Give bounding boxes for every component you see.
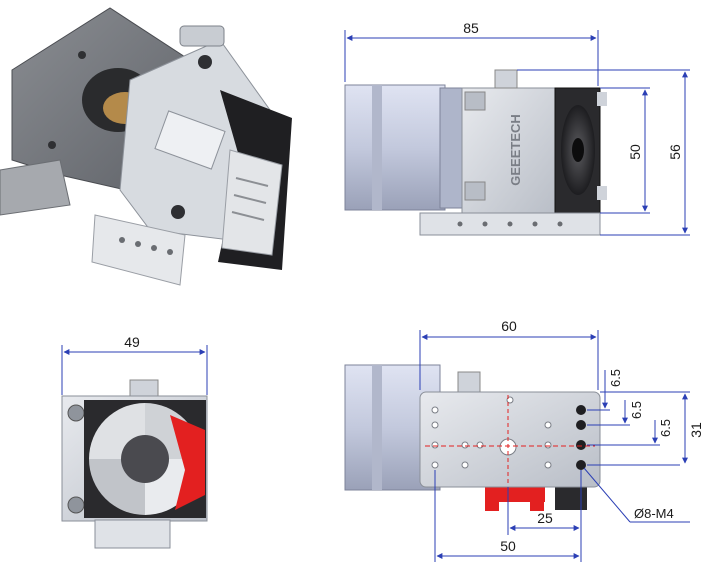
- dimension-side-overall-height: 56: [517, 69, 690, 236]
- front-view: 49: [61, 334, 208, 549]
- dim-6-5-a-label: 6.5: [608, 369, 623, 387]
- mounting-plate-icon: [419, 391, 601, 488]
- dim-31-label: 31: [688, 422, 704, 438]
- cooling-fan-icon: [561, 105, 595, 195]
- dim-60-label: 60: [501, 318, 517, 334]
- dim-6-5-c-label: 6.5: [658, 419, 673, 437]
- dimension-front-width: 49: [61, 334, 208, 395]
- cooling-fan-front-icon: [89, 403, 205, 515]
- hole-callout-label: Ø8-M4: [634, 506, 674, 521]
- dimension-bottom-plate-width: 60: [419, 318, 599, 390]
- brand-label: GEEETECH: [508, 114, 523, 186]
- dimension-side-fan-height: 50: [600, 87, 650, 214]
- dim-50-bottom-label: 50: [500, 538, 516, 554]
- stepper-motor-icon: [344, 84, 466, 211]
- dim-6-5-b-label: 6.5: [629, 401, 644, 419]
- bottom-view: 60 6.5 6.5 6.5 31 25: [344, 318, 704, 562]
- dimension-bottom-hole-width: [434, 470, 582, 562]
- dim-25-label: 25: [537, 510, 553, 526]
- dim-85-label: 85: [463, 20, 479, 36]
- side-view: GEEETECH 85 50 56: [344, 20, 690, 236]
- extruder-photo-icon: [0, 7, 292, 286]
- extruder-photo: [0, 7, 292, 286]
- dimension-side-overall-width: 85: [344, 20, 599, 86]
- dimension-hole-pitch: [587, 370, 690, 466]
- dim-56-label: 56: [667, 144, 683, 160]
- dim-49-label: 49: [124, 334, 140, 350]
- hole-callout: [583, 467, 690, 523]
- dimension-bottom-center-offset: [507, 470, 582, 535]
- dim-50-label: 50: [627, 144, 643, 160]
